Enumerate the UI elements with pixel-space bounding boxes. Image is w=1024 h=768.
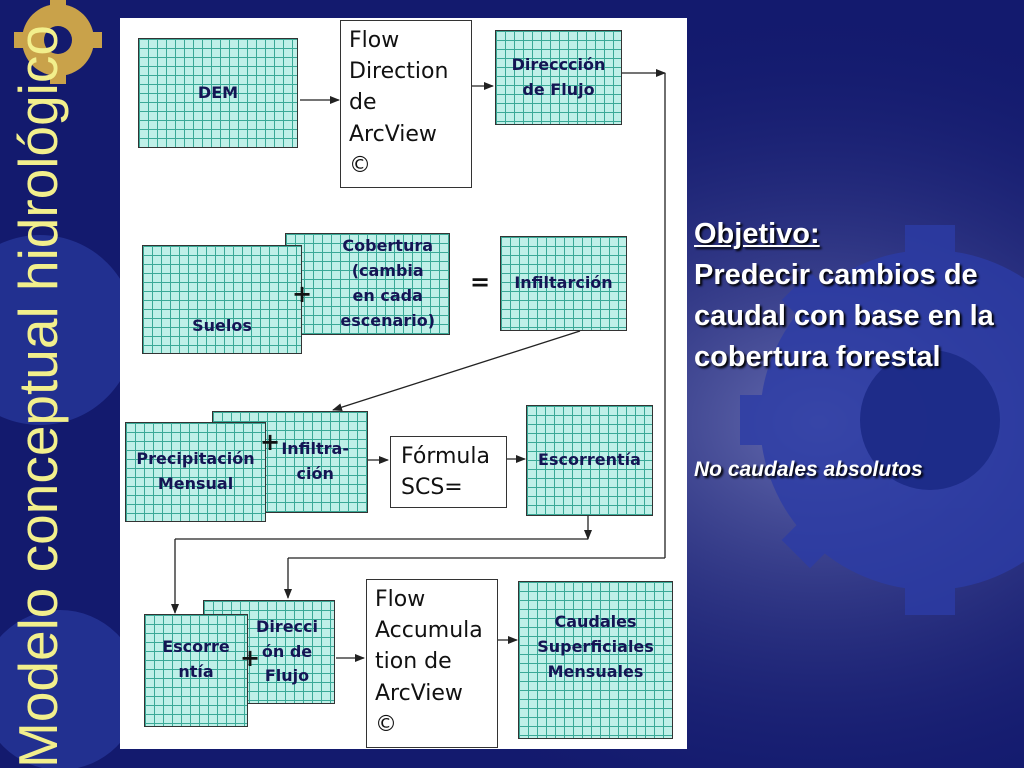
- caudales-box: Caudales Superficiales Mensuales: [518, 581, 673, 739]
- objective-text: Predecir cambios de caudal con base en l…: [694, 259, 994, 373]
- slide-title: Modelo conceptual hidrológico: [7, 25, 69, 768]
- flow-direction-tool-box: Flow Direction de ArcView ©: [340, 20, 472, 188]
- escorrentia-label: Escorrentía: [538, 450, 641, 470]
- tool-line: tion de: [375, 649, 452, 675]
- objective-note: No caudales absolutos: [694, 458, 923, 481]
- flow-connectors: [171, 69, 666, 662]
- box-line: (cambia: [351, 261, 424, 281]
- box-line: Mensual: [157, 474, 234, 493]
- box-line: Escorre: [162, 637, 230, 656]
- box-line: Mensuales: [547, 661, 644, 681]
- cobertura-box: Cobertura (cambia en cada escenario): [285, 233, 450, 335]
- tool-line: ©: [349, 152, 371, 178]
- box-line: ntía: [178, 661, 214, 681]
- box-line: Precipitación: [136, 449, 255, 469]
- formula-line: SCS=: [401, 475, 463, 501]
- box-line: de Flujo: [522, 79, 595, 99]
- infiltracion-label: Infiltarción: [514, 273, 613, 293]
- diagram-panel: DEM Flow Direction de ArcView © Direccci…: [120, 18, 687, 749]
- plus-operator: +: [260, 428, 281, 456]
- objective-heading: Objetivo:: [694, 218, 820, 250]
- plus-operator: +: [240, 644, 261, 672]
- box-line: Direccción: [511, 54, 606, 74]
- box-line: Infiltra-: [281, 439, 349, 459]
- box-line: Flujo: [264, 666, 310, 686]
- tool-line: Direction: [349, 59, 449, 85]
- tool-line: Flow: [375, 587, 426, 612]
- escorrentia-result-box: Escorrentía: [526, 405, 653, 516]
- equals-operator: =: [470, 268, 491, 296]
- dem-box: DEM: [138, 38, 298, 148]
- box-line: Caudales: [554, 612, 637, 631]
- tool-line: Accumula: [375, 618, 483, 644]
- tool-line: ArcView: [375, 680, 463, 706]
- tool-line: ©: [375, 711, 397, 737]
- box-line: ón de: [261, 641, 313, 661]
- escorrentia-input-box: Escorre ntía: [144, 614, 248, 727]
- direccion-flujo-box: Direccción de Flujo: [495, 30, 622, 125]
- infiltracion-result-box: Infiltarción: [500, 236, 627, 331]
- dem-label: DEM: [197, 82, 239, 102]
- flow-accumulation-tool-box: Flow Accumula tion de ArcView ©: [366, 579, 498, 748]
- objective-block: Objetivo: Predecir cambios de caudal con…: [694, 214, 1014, 378]
- formula-line: Fórmula: [401, 444, 490, 469]
- plus-operator: +: [292, 280, 313, 308]
- box-line: ción: [296, 464, 334, 483]
- tool-line: de: [349, 90, 377, 116]
- box-line: Cobertura: [342, 236, 434, 256]
- box-line: en cada: [352, 286, 423, 305]
- box-line: escenario): [340, 310, 435, 330]
- box-line: Superficiales: [537, 636, 654, 656]
- box-line: Direcci: [256, 616, 318, 636]
- formula-box: Fórmula SCS=: [390, 436, 507, 508]
- tool-line: ArcView: [349, 121, 437, 147]
- precipitacion-box: Precipitación Mensual: [125, 422, 266, 522]
- suelos-label: Suelos: [192, 316, 252, 336]
- tool-line: Flow: [349, 28, 400, 53]
- suelos-box: Suelos: [142, 245, 302, 354]
- arrow-infiltracion-to-precip: [332, 330, 581, 412]
